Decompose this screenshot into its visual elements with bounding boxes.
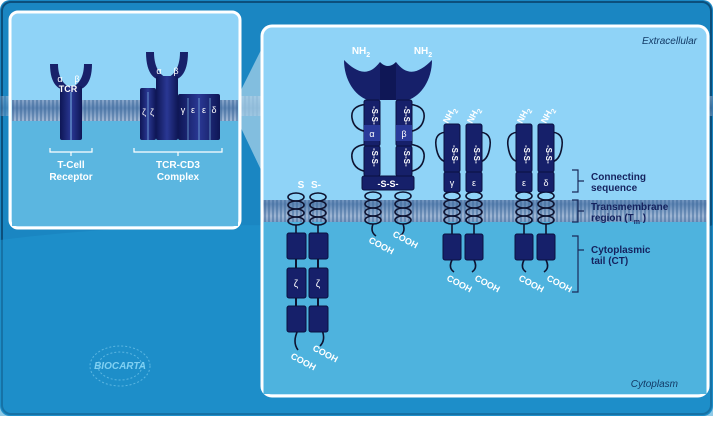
tcr-nh2-left: NH2 [352,46,370,59]
inset-tcr-beta: β [74,74,79,84]
tcr-nh2-right: NH2 [414,46,432,59]
inset-tcr-caption-1: T-Cell [57,160,84,171]
tcr-ss-mid-right: -S-S- [402,148,411,167]
biocarta-logo-text: BIOCARTA [94,361,146,372]
legend-cytoplasmic-2: tail (CT) [591,256,628,267]
legend-transmembrane-2: region (Tm ) [591,213,646,226]
inset-complex-gamma: γ [181,105,186,115]
zoom-connector [241,48,262,172]
inset-complex-beta: β [173,66,178,76]
tcr-loops [351,103,425,237]
tcr-ss-top-left: -S-S- [370,106,379,125]
tcr-dimer [344,60,432,100]
cd3-ge-ss-2: -S-S- [472,145,481,164]
inset-complex-alpha: α [156,66,161,76]
tcr-interchain-ss: -S-S- [378,179,399,189]
legend-cytoplasmic-1: Cytoplasmic [591,245,651,256]
extracellular-label: Extracellular [642,36,698,47]
connecting-bracket [572,169,584,193]
inset-complex-zeta-1: ζ [142,107,146,117]
zeta-domain-1-label: ζ [294,279,299,290]
cytoplasm-label: Cytoplasm [631,379,678,390]
tcr-beta-box [396,125,412,141]
inset-tcr-bracket [49,148,93,156]
cd3-ge-ss-1: -S-S- [450,145,459,164]
legend-transmembrane-1: Transmembrane [591,202,669,213]
inset-complex-bracket [133,148,223,156]
cd3-epsilon-2: ε [522,178,526,188]
tcr-ss-mid-left: -S-S- [370,148,379,167]
inset-complex-caption-1: TCR-CD3 [156,160,200,171]
zeta-domain-2-label: ζ [316,279,321,290]
tcr-beta: β [401,129,406,139]
inset-tcr-title: TCR [59,84,78,94]
cd3-epsilon-1: ε [472,178,476,188]
legend-connecting-2: sequence [591,183,638,194]
zeta-ss-left: S [298,180,305,191]
inset-complex-delta: δ [211,105,216,115]
inset-complex [140,52,220,140]
tcr-interchain-bar [361,175,415,191]
cd3-ed-ss-1: -S-S- [522,145,531,164]
cytoplasmic-bracket [572,235,584,293]
cd3-gamma-epsilon [434,123,492,273]
cd3-gamma: γ [450,178,455,188]
legend-connecting-1: Connecting [591,172,646,183]
tcr-alpha-box [364,125,380,141]
cd3-delta: δ [543,178,548,188]
cd3-ed-ss-2: -S-S- [544,145,553,164]
cd3-epsilon-delta [506,123,564,273]
tcr-alpha: α [369,129,374,139]
zeta-ss-right: S- [311,180,321,191]
inset-tcr-caption-2: Receptor [49,172,92,183]
inset-complex-caption-2: Complex [157,172,200,183]
inset-tcr [50,64,92,140]
tcr-ss-top-right: -S-S- [402,106,411,125]
inset-tcr-alpha: α [57,74,62,84]
inset-complex-zeta-2: ζ [150,107,154,117]
inset-complex-epsilon-1: ε [191,105,195,115]
biocarta-logo [89,345,151,387]
transmembrane-bracket [572,199,584,223]
inset-complex-epsilon-2: ε [202,105,206,115]
